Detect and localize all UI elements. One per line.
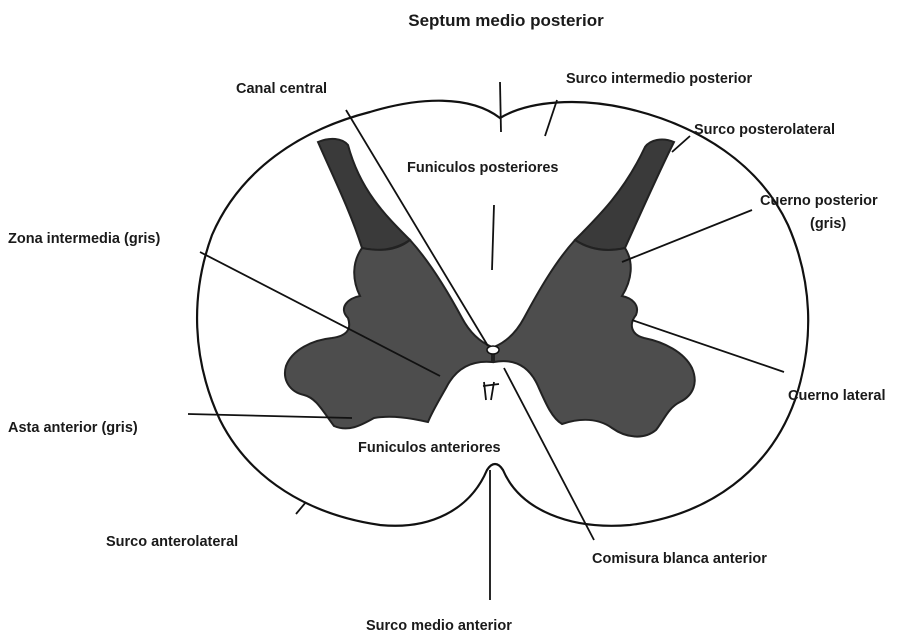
cuerno-posterior-label-line1: Cuerno posterior [760,193,878,209]
canal-central-label: Canal central [236,81,327,97]
septum-medio-posterior-line [500,82,501,132]
zona-intermedia-label: Zona intermedia (gris) [8,231,160,247]
septum-medio-posterior-label: Septum medio posterior [408,11,604,30]
surco-medio-anterior-label: Surco medio anterior [366,618,512,634]
funiculos-anteriores-label: Funiculos anteriores [358,440,501,456]
comisura-blanca-anterior-label: Comisura blanca anterior [592,551,767,567]
surco-anterolateral-mark [296,502,306,514]
cuerno-posterior-label-line2: (gris) [810,216,846,232]
funiculos-posteriores-label: Funiculos posteriores [407,160,558,176]
asta-anterior-label: Asta anterior (gris) [8,420,138,436]
surco-intermedio-posterior-label: Surco intermedio posterior [566,71,752,87]
cuerno-lateral-label: Cuerno lateral [788,388,886,404]
central-canal [487,346,499,354]
surco-anterolateral-label: Surco anterolateral [106,534,238,550]
surco-posterolateral-label: Surco posterolateral [694,122,835,138]
